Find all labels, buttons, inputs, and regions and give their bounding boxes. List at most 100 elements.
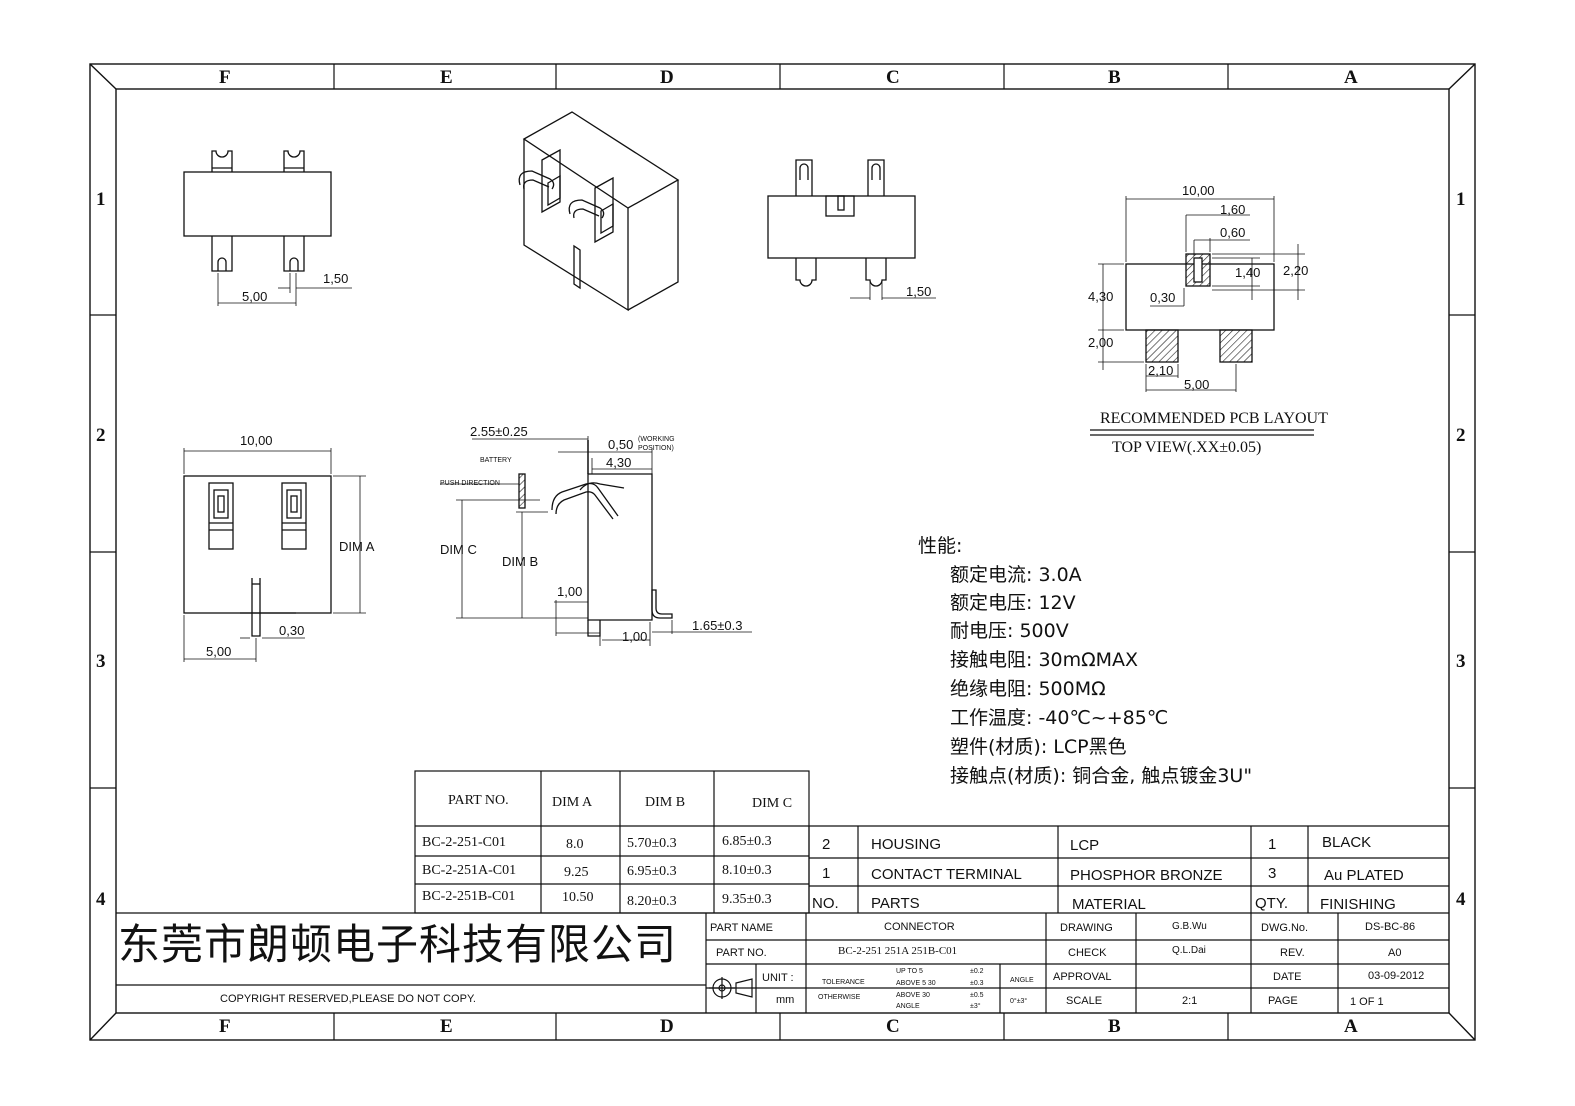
drawing-by: G.B.Wu <box>1172 921 1207 932</box>
dim-label: 0,50 <box>608 437 634 452</box>
tolerance-label: OTHERWISE <box>818 994 861 1001</box>
bom-cell: CONTACT TERMINAL <box>871 866 1022 883</box>
dim-label: 5,00 <box>242 289 268 304</box>
zone-col-label: F <box>219 1016 231 1037</box>
specs-title: 性能: <box>918 535 963 557</box>
zone-col-label: E <box>440 1016 453 1037</box>
dim-table-cell: 10.50 <box>562 890 594 905</box>
dim-table-cell: 6.85±0.3 <box>722 834 772 849</box>
bom-cell: 1 <box>822 865 831 882</box>
outer-border <box>89 63 1476 1041</box>
tolerance-value: ±0.5 <box>970 992 984 999</box>
pcb-layout-title: RECOMMENDED PCB LAYOUT <box>1100 410 1328 427</box>
bom-header: MATERIAL <box>1072 896 1146 913</box>
bom-cell: PHOSPHOR BRONZE <box>1070 867 1223 884</box>
view-side <box>440 436 752 646</box>
dim-table-cell: 5.70±0.3 <box>627 836 677 851</box>
tolerance-label: ANGLE <box>1010 977 1034 984</box>
bom-header: PARTS <box>871 895 920 912</box>
dim-table-cell: 8.10±0.3 <box>722 863 772 878</box>
spec-line: 额定电压: 12V <box>950 592 1076 614</box>
zone-col-label: B <box>1108 67 1121 88</box>
zone-col-label: C <box>886 1016 900 1037</box>
checked-by: Q.L.Dai <box>1172 945 1206 956</box>
rev-value: A0 <box>1388 947 1402 959</box>
tolerance-range: ANGLE <box>896 1003 920 1010</box>
title-label: PART NO. <box>716 947 767 959</box>
title-label: DATE <box>1273 971 1302 983</box>
dim-label: 1,00 <box>557 584 583 599</box>
company-name: 东莞市朗顿电子科技有限公司 <box>118 920 678 969</box>
table-grid <box>116 770 1449 1013</box>
spec-line: 额定电流: 3.0A <box>950 564 1082 586</box>
zone-row-label: 1 <box>1456 189 1466 210</box>
view-front <box>183 448 366 662</box>
bom-cell: 2 <box>822 836 831 853</box>
bom-cell: LCP <box>1070 837 1100 854</box>
title-label: PAGE <box>1268 995 1298 1007</box>
zone-col-label: F <box>219 67 231 88</box>
dim-table-cell: 9.35±0.3 <box>722 892 772 907</box>
title-label: DRAWING <box>1060 922 1113 934</box>
dim-label: 4,30 <box>606 455 632 470</box>
tolerance-value: 0°±3° <box>1010 998 1028 1005</box>
title-label: APPROVAL <box>1053 971 1112 983</box>
view-front-top <box>183 150 352 306</box>
title-label: CHECK <box>1068 947 1107 959</box>
dim-label: 5,00 <box>206 644 232 659</box>
inner-border <box>115 88 1450 1014</box>
dim-label: 0,30 <box>1150 290 1176 305</box>
zone-col-label: A <box>1344 67 1358 88</box>
zone-row-label: 2 <box>96 425 106 446</box>
bom-cell: 3 <box>1268 865 1277 882</box>
dim-table-header: DIM C <box>752 796 793 811</box>
dim-note: POSITION) <box>638 445 674 452</box>
dim-table-cell: 8.0 <box>566 837 584 852</box>
dim-label: 1.65±0.3 <box>692 618 743 633</box>
push-direction-label: PUSH DIRECTION <box>440 480 500 487</box>
tolerance-range: ABOVE 30 <box>896 992 930 999</box>
view-isometric <box>518 111 680 312</box>
date-value: 03-09-2012 <box>1368 970 1425 982</box>
dim-label: DIM A <box>339 539 375 554</box>
dim-table-cell: BC-2-251-C01 <box>422 835 506 850</box>
view-pcb-layout <box>1090 196 1314 436</box>
dim-table-header: PART NO. <box>448 793 509 808</box>
dim-label: 2,10 <box>1148 363 1174 378</box>
dim-label: 4,30 <box>1088 289 1114 304</box>
dim-label: 0,60 <box>1220 225 1246 240</box>
zone-col-label: D <box>660 1016 674 1037</box>
tolerance-label: TOLERANCE <box>822 979 865 986</box>
dim-note: (WORKING <box>638 436 675 443</box>
title-label: PART NAME <box>710 922 773 934</box>
zone-col-label: B <box>1108 1016 1121 1037</box>
dim-table-cell: 8.20±0.3 <box>627 894 677 909</box>
dim-label: 10,00 <box>1182 183 1215 198</box>
bom-header: QTY. <box>1255 895 1289 912</box>
zone-col-label: D <box>660 67 674 88</box>
spec-line: 耐电压: 500V <box>950 620 1069 642</box>
tolerance-range: UP TO 5 <box>896 968 923 975</box>
dim-table-cell: BC-2-251B-C01 <box>422 889 516 904</box>
dim-label: 10,00 <box>240 433 273 448</box>
zone-col-label: C <box>886 67 900 88</box>
part-name-value: CONNECTOR <box>884 921 955 933</box>
dim-label: 1,50 <box>323 271 349 286</box>
zone-col-label: E <box>440 67 453 88</box>
dim-label: 1,40 <box>1235 265 1261 280</box>
dim-label: 2.55±0.25 <box>470 424 528 439</box>
bom-cell: Au PLATED <box>1324 867 1404 884</box>
bom-cell: BLACK <box>1322 834 1372 851</box>
title-label: SCALE <box>1066 995 1103 1007</box>
dim-label: 1,00 <box>622 629 648 644</box>
dim-table-header: DIM B <box>645 795 686 810</box>
pcb-layout-subtitle: TOP VIEW(.XX±0.05) <box>1112 439 1262 456</box>
spec-line: 塑件(材质): LCP黑色 <box>950 736 1127 758</box>
title-label: DWG.No. <box>1261 922 1309 934</box>
zone-row-label: 2 <box>1456 425 1466 446</box>
dim-label: 2,20 <box>1283 263 1309 278</box>
bom-header: NO. <box>812 895 839 912</box>
unit-value: mm <box>776 994 795 1006</box>
